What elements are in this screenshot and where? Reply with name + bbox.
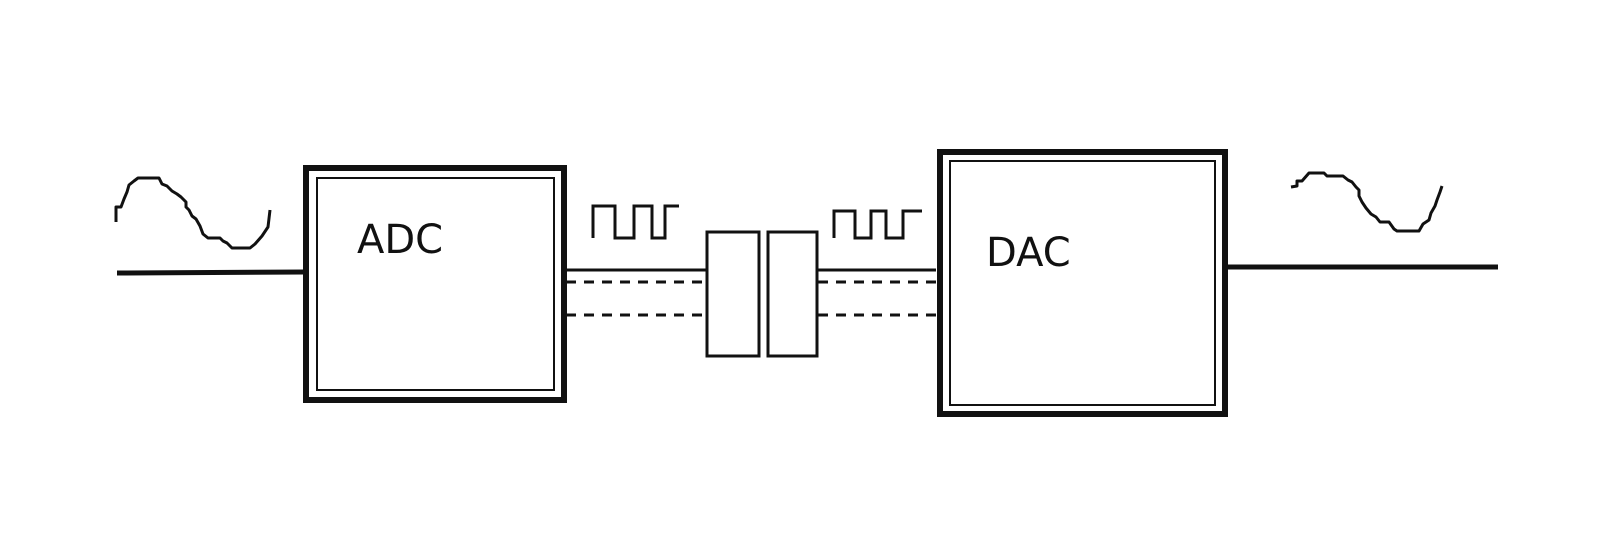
input-analog-waveform: [114, 176, 272, 250]
dac-block: [937, 149, 1228, 417]
adc-label: ADC: [357, 217, 443, 263]
adc-block: [303, 165, 567, 403]
connector-block-left: [705, 230, 761, 358]
adc-block-inner-edge: [316, 177, 555, 391]
output-analog-waveform: [1290, 171, 1444, 233]
dac-block-inner-edge: [949, 160, 1216, 406]
adc-output-pulse-train: [591, 204, 679, 240]
connector-block-right: [766, 230, 819, 358]
dac-label: DAC: [986, 230, 1071, 276]
input-line: [116, 269, 306, 276]
dac-input-pulse-train: [832, 209, 922, 240]
